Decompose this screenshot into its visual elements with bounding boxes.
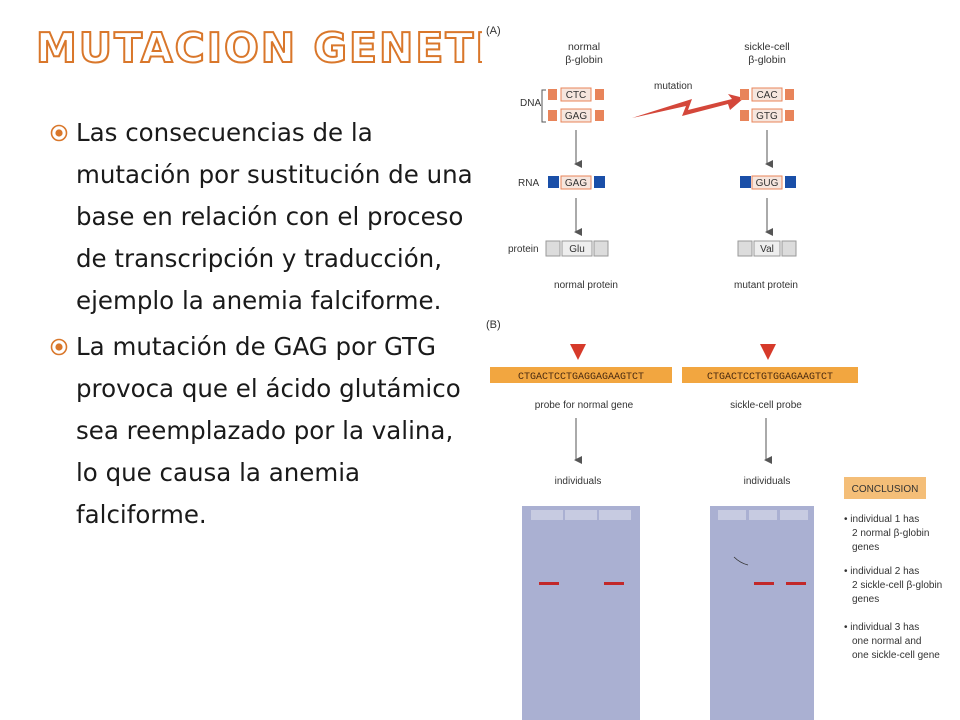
bullet-text: Las consecuencias de la mutación por sus… xyxy=(76,118,473,315)
gel-normal-probe xyxy=(522,506,640,720)
sickle-dna-top-box xyxy=(751,87,783,102)
dna-label: DNA xyxy=(520,98,541,109)
conclusion-line: 2 sickle-cell β-globin xyxy=(852,580,942,591)
normal-probe-bar xyxy=(490,367,672,383)
gel-band xyxy=(539,582,559,585)
normal-dna-bottom: GAG xyxy=(565,111,587,122)
gel-well xyxy=(749,510,777,520)
normal-heading-1: normal xyxy=(568,41,600,53)
protein-end-box xyxy=(545,240,561,257)
conclusion-title: CONCLUSION xyxy=(852,484,919,495)
individuals-label: individuals xyxy=(555,476,602,487)
conclusion-line: • individual 2 has xyxy=(844,566,919,577)
figure-canvas: (A) normal β-globin sickle-cell β-globin… xyxy=(486,25,942,720)
gel-well xyxy=(565,510,597,520)
rna-end-box xyxy=(548,176,559,188)
sickle-probe-caption: sickle-cell probe xyxy=(730,400,802,411)
normal-aa: Glu xyxy=(569,244,585,255)
conclusion-line: genes xyxy=(852,542,879,553)
sickle-rna-box xyxy=(751,175,783,190)
dna-end-box xyxy=(740,110,749,121)
bullet-target-icon xyxy=(50,338,68,356)
sickle-dna-bottom-box xyxy=(751,108,783,123)
mutation-label: mutation xyxy=(654,81,692,92)
normal-aa-box xyxy=(561,240,593,257)
dna-end-box xyxy=(785,89,794,100)
dna-end-box xyxy=(595,89,604,100)
protein-end-box xyxy=(737,240,753,257)
rna-end-box xyxy=(594,176,605,188)
normal-rna-box xyxy=(560,175,592,190)
normal-dna-top-box xyxy=(560,87,592,102)
gel-band xyxy=(604,582,624,585)
normal-protein-caption: normal protein xyxy=(554,280,618,291)
protein-end-box xyxy=(781,240,797,257)
probe-arrow-icon xyxy=(570,344,586,360)
sickle-dna-bottom: GTG xyxy=(756,111,778,122)
sickle-heading-2: β-globin xyxy=(748,54,786,66)
probe-arrow-icon xyxy=(760,344,776,360)
slide-title: MUTACION GENETICA xyxy=(35,24,559,72)
normal-probe-caption: probe for normal gene xyxy=(535,400,634,411)
bullet-list: Las consecuencias de la mutación por sus… xyxy=(50,112,480,534)
gel-well xyxy=(780,510,808,520)
rna-end-box xyxy=(740,176,751,188)
gel-band xyxy=(754,582,774,585)
individuals-label: individuals xyxy=(744,476,791,487)
panel-b-label: (B) xyxy=(486,319,501,331)
dna-end-box xyxy=(548,89,557,100)
conclusion-line: genes xyxy=(852,594,879,605)
sickle-dna-top: CAC xyxy=(756,90,777,101)
gel-well xyxy=(531,510,563,520)
normal-rna: GAG xyxy=(565,178,587,189)
protein-end-box xyxy=(593,240,609,257)
gel-sickle-probe xyxy=(710,506,814,720)
panel-a-label: (A) xyxy=(486,25,501,37)
sickle-rna: GUG xyxy=(756,178,779,189)
conclusion-title-box xyxy=(844,477,926,499)
rna-label: RNA xyxy=(518,178,539,189)
dna-end-box xyxy=(595,110,604,121)
mutation-lightning-arrow xyxy=(632,94,744,118)
conclusion-line: 2 normal β-globin xyxy=(852,528,929,539)
normal-heading-2: β-globin xyxy=(565,54,603,66)
normal-dna-top: CTC xyxy=(566,90,587,101)
conclusion-line: • individual 1 has xyxy=(844,514,919,525)
dna-end-box xyxy=(785,110,794,121)
rna-end-box xyxy=(785,176,796,188)
gel-well xyxy=(718,510,746,520)
normal-probe-seq: CTGACTCCTGAGGAGAAGTCT xyxy=(518,372,644,383)
sickle-aa: Val xyxy=(760,244,774,255)
sickle-cell-figure: (A) normal β-globin sickle-cell β-globin… xyxy=(482,14,960,720)
conclusion-line: one sickle-cell gene xyxy=(852,650,940,661)
conclusion-list: • individual 1 has 2 normal β-globin gen… xyxy=(844,514,942,661)
dna-end-box xyxy=(740,89,749,100)
bullet-item: Las consecuencias de la mutación por sus… xyxy=(50,112,480,322)
dna-bracket xyxy=(541,89,546,123)
sickle-aa-box xyxy=(753,240,781,257)
mutant-protein-caption: mutant protein xyxy=(734,280,798,291)
gel-band xyxy=(786,582,806,585)
sickle-probe-bar xyxy=(682,367,858,383)
bullet-item: La mutación de GAG por GTG provoca que e… xyxy=(50,326,480,536)
bullet-text: La mutación de GAG por GTG provoca que e… xyxy=(76,332,461,529)
dna-end-box xyxy=(548,110,557,121)
sickle-probe-seq: CTGACTCCTGTGGAGAAGTCT xyxy=(707,372,833,383)
sickle-heading-1: sickle-cell xyxy=(744,41,790,53)
conclusion-line: • individual 3 has xyxy=(844,622,919,633)
protein-label: protein xyxy=(508,244,539,255)
bullet-target-icon xyxy=(50,124,68,142)
conclusion-line: one normal and xyxy=(852,636,922,647)
gel-smudge xyxy=(733,556,749,566)
gel-well xyxy=(599,510,631,520)
normal-dna-bottom-box xyxy=(560,108,592,123)
